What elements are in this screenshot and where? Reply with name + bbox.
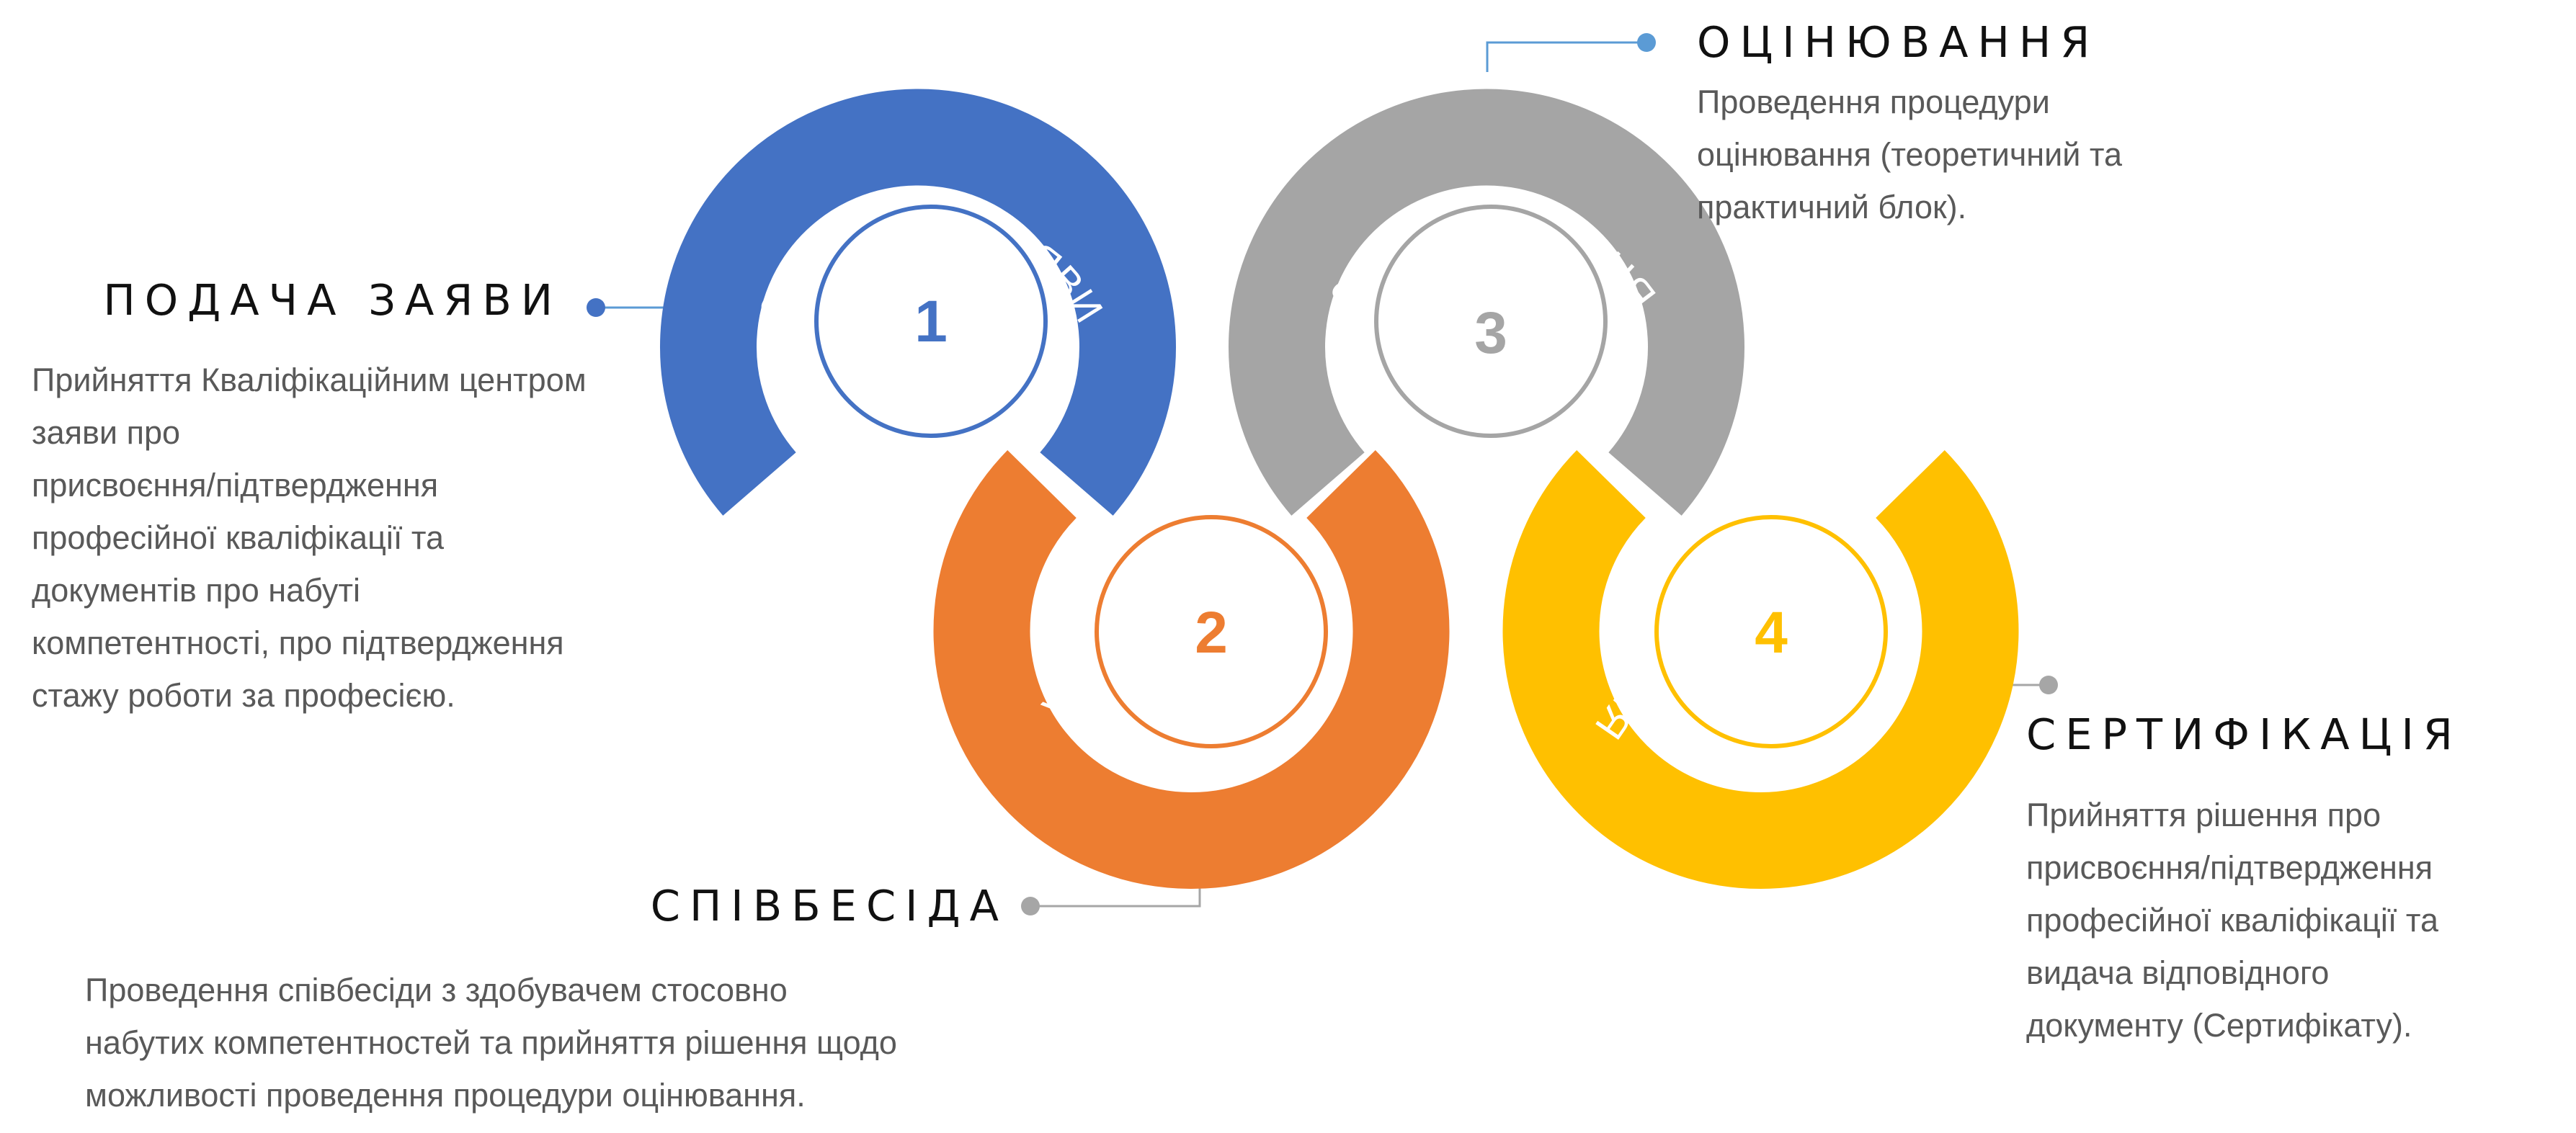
inner-circle-3 [1374, 205, 1608, 438]
step-description-3: Проведення процедури оцінювання (теорети… [1697, 76, 2345, 233]
ring-arc-3 [1229, 89, 1744, 516]
description-line: Прийняття рішення про [2026, 797, 2381, 833]
connector-dot-2 [1021, 897, 1040, 915]
step-number-1: 1 [914, 289, 948, 354]
description-line: практичний блок). [1697, 189, 1967, 225]
description-line: компетентності, про підтвердження [32, 624, 564, 661]
step-title-3: ОЦІНЮВАННЯ [1697, 17, 2100, 67]
ring-arc-4 [1502, 450, 2019, 889]
description-line: документів про набуті [32, 572, 360, 609]
description-line: присвоєння/підтвердження [2026, 849, 2433, 886]
description-line: Проведення процедури [1697, 84, 2050, 120]
step-number-4: 4 [1755, 600, 1788, 666]
step-title-1: ПОДАЧА ЗАЯВИ [103, 275, 562, 325]
inner-circle-4 [1654, 515, 1888, 748]
description-line: Проведення співбесіди з здобувачем стосо… [85, 972, 788, 1008]
arc-label-2: 02 СПІВБЕСІДА [1033, 633, 1309, 730]
description-line: оцінювання (теоретичний та [1697, 136, 2123, 173]
connector-dot-3 [1637, 33, 1656, 52]
description-line: документу (Сертифікату). [2026, 1007, 2412, 1044]
description-line: стажу роботи за професією. [32, 677, 455, 714]
connector-dot-4 [2039, 676, 2058, 694]
ring-arc-1 [660, 89, 1176, 516]
description-line: видача відповідного [2026, 954, 2330, 991]
connector-dot-1 [587, 298, 605, 317]
connector-line-3 [1486, 41, 1646, 72]
description-line: заяви про [32, 414, 180, 451]
description-line: присвоєння/підтвердження [32, 467, 439, 503]
description-line: набутих компетентностей та прийняття ріш… [85, 1024, 897, 1061]
description-line: можливості проведення процедури оцінюван… [85, 1077, 806, 1114]
description-line: професійної кваліфікації та [32, 519, 444, 556]
step-description-4: Прийняття рішення про присвоєння/підтвер… [2026, 789, 2559, 1052]
step-description-1: Прийняття Кваліфікаційним центром заяви … [32, 354, 680, 722]
connector-line-2 [1030, 885, 1201, 908]
step-title-2: СПІВБЕСІДА [650, 881, 1008, 931]
description-line: професійної кваліфікації та [2026, 902, 2438, 939]
step-number-2: 2 [1195, 600, 1228, 666]
step-description-2: Проведення співбесіди з здобувачем стосо… [85, 964, 1094, 1121]
step-number-3: 3 [1474, 300, 1507, 366]
step-title-4: СЕРТИФІКАЦІЯ [2026, 709, 2462, 759]
ring-arc-2 [933, 450, 1450, 889]
description-line: Прийняття Кваліфікаційним центром [32, 362, 587, 398]
inner-circle-1 [814, 205, 1048, 438]
arc-label-4: 04 СЕРТИФІКАЦІЯ [1587, 634, 1894, 748]
inner-circle-2 [1095, 515, 1328, 748]
